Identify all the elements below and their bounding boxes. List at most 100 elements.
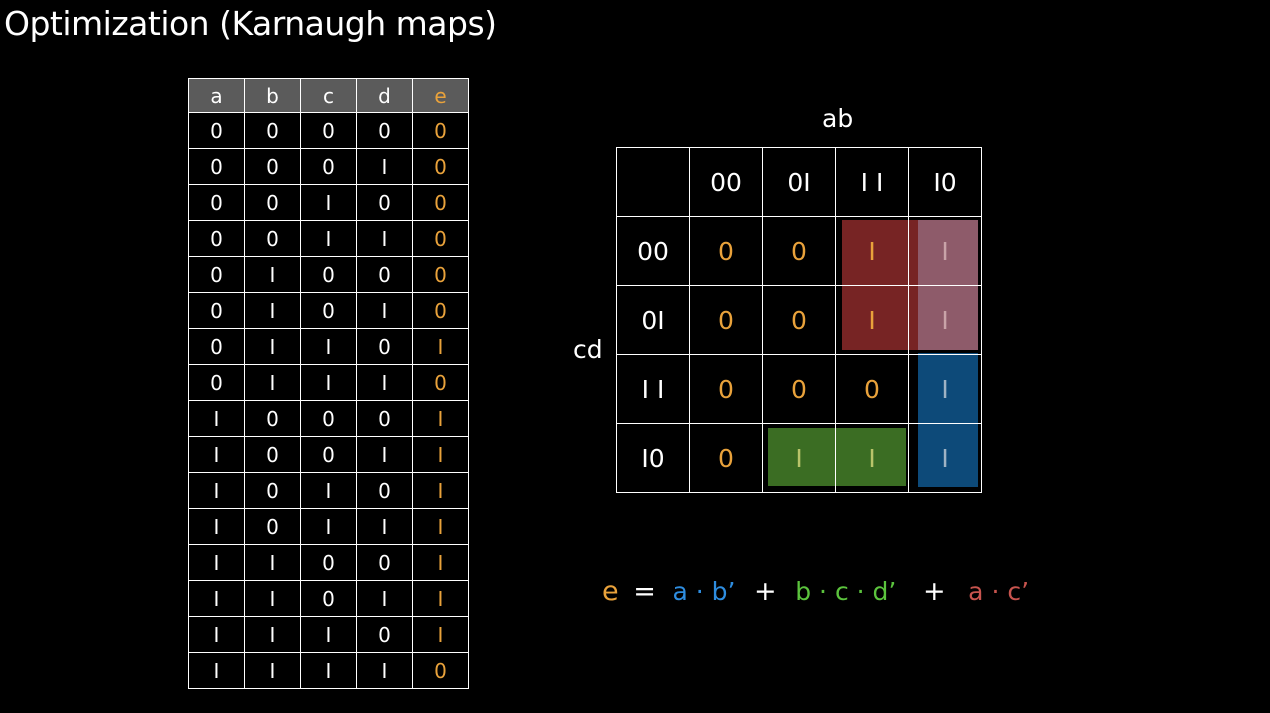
input-cell: 0 bbox=[356, 544, 413, 581]
input-cell: I bbox=[244, 652, 301, 689]
kmap-cell: I bbox=[908, 354, 982, 424]
output-cell: I bbox=[412, 616, 469, 653]
input-cell: 0 bbox=[244, 184, 301, 221]
input-cell: 0 bbox=[356, 472, 413, 509]
header-e: e bbox=[412, 78, 469, 113]
kmap-cell: 0 bbox=[762, 285, 836, 355]
kmap-row-header: 0I bbox=[616, 285, 690, 355]
kmap-cell: I bbox=[908, 216, 982, 286]
input-cell: 0 bbox=[244, 148, 301, 185]
kmap-col-header: I0 bbox=[908, 147, 982, 217]
kmap-cell: 0 bbox=[689, 216, 763, 286]
input-cell: I bbox=[300, 652, 357, 689]
input-cell: 0 bbox=[356, 112, 413, 149]
input-cell: 0 bbox=[300, 112, 357, 149]
input-cell: I bbox=[300, 328, 357, 365]
kmap-header-row: 00 0I I I I0 bbox=[616, 147, 982, 217]
input-cell: 0 bbox=[188, 148, 245, 185]
equation-plus: + bbox=[922, 576, 946, 607]
output-cell: I bbox=[412, 544, 469, 581]
input-cell: 0 bbox=[244, 220, 301, 257]
kmap-row-header: I I bbox=[616, 354, 690, 424]
input-cell: I bbox=[356, 292, 413, 329]
output-cell: 0 bbox=[412, 112, 469, 149]
input-cell: 0 bbox=[356, 616, 413, 653]
input-cell: I bbox=[188, 400, 245, 437]
equation-lhs: e bbox=[602, 576, 619, 607]
input-cell: 0 bbox=[188, 328, 245, 365]
input-cell: 0 bbox=[356, 184, 413, 221]
kmap-cell: I bbox=[835, 216, 909, 286]
input-cell: I bbox=[244, 616, 301, 653]
output-cell: 0 bbox=[412, 148, 469, 185]
input-cell: 0 bbox=[300, 148, 357, 185]
input-cell: I bbox=[244, 364, 301, 401]
input-cell: I bbox=[188, 652, 245, 689]
input-cell: 0 bbox=[244, 400, 301, 437]
boolean-equation: e = a · b’ + b · c · d’ + a · c’ bbox=[602, 576, 1029, 607]
input-cell: I bbox=[188, 508, 245, 545]
karnaugh-map: 00 0I I I I0 00 0 0 I I 0I 0 0 I I I I 0… bbox=[616, 147, 985, 493]
input-cell: 0 bbox=[244, 436, 301, 473]
input-cell: I bbox=[244, 256, 301, 293]
input-cell: I bbox=[188, 436, 245, 473]
kmap-cell: I bbox=[835, 285, 909, 355]
kmap-corner bbox=[616, 147, 690, 217]
truth-table-header: a b c d e bbox=[188, 78, 469, 113]
slide-title: Optimization (Karnaugh maps) bbox=[4, 4, 497, 43]
kmap-cell: 0 bbox=[835, 354, 909, 424]
kmap-cell: 0 bbox=[762, 354, 836, 424]
output-cell: I bbox=[412, 580, 469, 617]
output-cell: 0 bbox=[412, 652, 469, 689]
kmap-cell: 0 bbox=[762, 216, 836, 286]
input-cell: 0 bbox=[356, 256, 413, 293]
equation-term-2: b · c · d’ bbox=[795, 577, 897, 606]
input-cell: I bbox=[356, 436, 413, 473]
input-cell: 0 bbox=[188, 256, 245, 293]
kmap-row-variable: cd bbox=[573, 335, 603, 364]
kmap-col-header: 0I bbox=[762, 147, 836, 217]
input-cell: 0 bbox=[300, 256, 357, 293]
input-cell: I bbox=[188, 616, 245, 653]
input-cell: 0 bbox=[188, 112, 245, 149]
input-cell: I bbox=[300, 184, 357, 221]
kmap-row: 0I 0 0 I I bbox=[616, 285, 982, 355]
input-cell: 0 bbox=[244, 508, 301, 545]
output-cell: 0 bbox=[412, 292, 469, 329]
input-cell: 0 bbox=[244, 112, 301, 149]
output-cell: 0 bbox=[412, 184, 469, 221]
equation-term-1: a · b’ bbox=[672, 577, 736, 606]
input-cell: 0 bbox=[188, 292, 245, 329]
input-cell: I bbox=[356, 508, 413, 545]
input-cell: 0 bbox=[300, 544, 357, 581]
input-cell: I bbox=[244, 580, 301, 617]
kmap-cell: 0 bbox=[689, 354, 763, 424]
input-cell: I bbox=[188, 580, 245, 617]
output-cell: I bbox=[412, 328, 469, 365]
input-cell: I bbox=[356, 652, 413, 689]
input-cell: I bbox=[356, 580, 413, 617]
header-d: d bbox=[356, 78, 413, 113]
input-cell: I bbox=[300, 472, 357, 509]
kmap-cell: I bbox=[835, 423, 909, 493]
input-cell: 0 bbox=[300, 292, 357, 329]
input-cell: I bbox=[244, 292, 301, 329]
input-cell: I bbox=[188, 544, 245, 581]
input-cell: I bbox=[356, 364, 413, 401]
header-b: b bbox=[244, 78, 301, 113]
kmap-row: I I 0 0 0 I bbox=[616, 354, 982, 424]
input-cell: I bbox=[244, 544, 301, 581]
input-cell: 0 bbox=[300, 580, 357, 617]
input-cell: I bbox=[188, 472, 245, 509]
